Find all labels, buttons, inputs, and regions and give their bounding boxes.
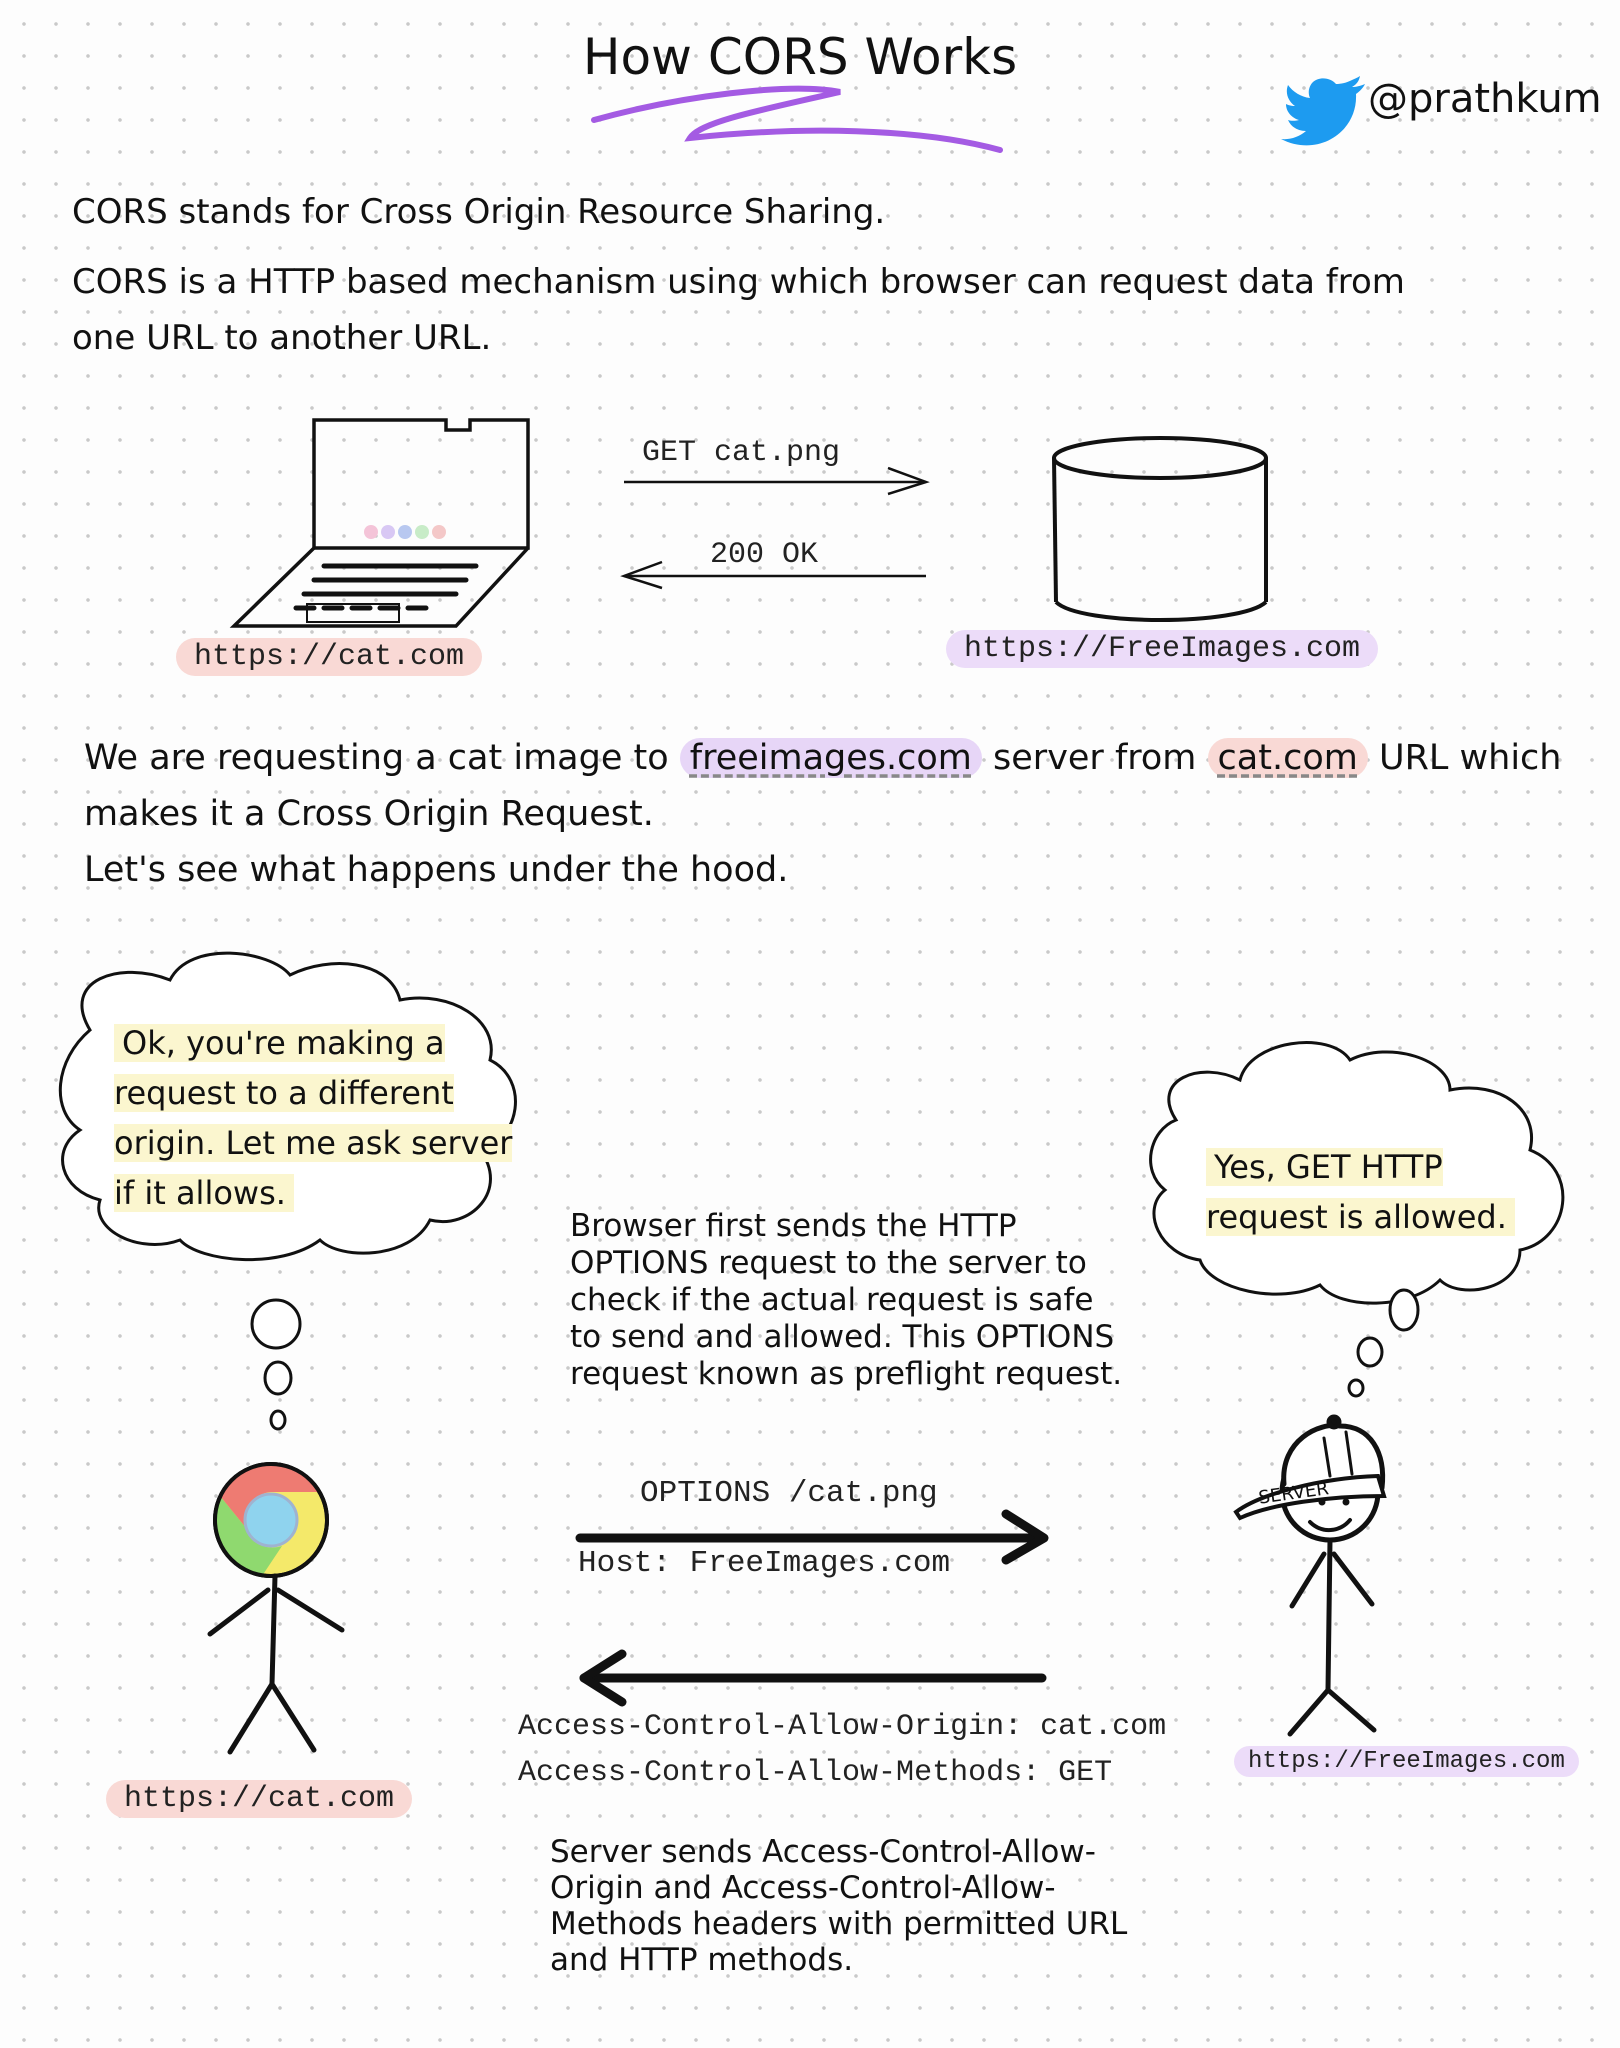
server-domain-highlight: freeimages.com: [679, 738, 982, 778]
allow-methods-header: Access-Control-Allow-Methods: GET: [518, 1756, 1113, 1790]
thought-bubble: [1347, 1378, 1365, 1398]
explanation-text: server from: [981, 738, 1208, 778]
client-domain-highlight: cat.com: [1207, 738, 1368, 778]
browser-thought-highlight: Ok, you're making a request to a differe…: [114, 1024, 513, 1212]
server-cylinder-icon: [1052, 436, 1268, 622]
response-label: 200 OK: [710, 538, 819, 572]
thought-bubble: [263, 1360, 293, 1396]
thought-bubble: [250, 1298, 302, 1350]
browser-stick-figure: [207, 1462, 345, 1755]
explanation-text: URL which makes it a Cross Origin Reques…: [84, 738, 1562, 834]
options-request-line: OPTIONS /cat.png: [640, 1476, 938, 1511]
chrome-icon: [213, 1462, 329, 1578]
server-thought-text: Yes, GET HTTP request is allowed.: [1206, 1142, 1536, 1242]
client-url-badge: https://cat.com: [176, 638, 483, 676]
laptop-icon: [229, 418, 530, 628]
client-url-badge: https://cat.com: [106, 1780, 413, 1818]
explanation-text: We are requesting a cat image to: [84, 738, 680, 778]
response-arrow: [620, 560, 926, 590]
intro-line-2: CORS is a HTTP based mechanism using whi…: [72, 262, 1405, 358]
page-title: How CORS Works: [582, 28, 1018, 86]
preflight-note: Browser first sends the HTTP OPTIONS req…: [570, 1208, 1123, 1392]
server-stick-figure: [1233, 1414, 1387, 1737]
title-underline: [591, 85, 1003, 153]
response-note: Server sends Access-Control-Allow-Origin…: [550, 1834, 1128, 1978]
browser-thought-text: Ok, you're making a request to a differe…: [114, 1018, 524, 1218]
thought-bubble: [1388, 1288, 1420, 1332]
server-url-badge: https://FreeImages.com: [1234, 1746, 1579, 1777]
headers-response-arrow: [579, 1649, 1047, 1707]
server-url-badge: https://FreeImages.com: [946, 630, 1379, 668]
twitter-handle[interactable]: @prathkum: [1368, 76, 1602, 122]
twitter-icon: [1281, 76, 1365, 146]
request-label: GET cat.png: [642, 436, 841, 470]
allow-origin-header: Access-Control-Allow-Origin: cat.com: [518, 1710, 1167, 1744]
thought-bubble: [1356, 1336, 1384, 1368]
options-host-header: Host: FreeImages.com: [578, 1546, 951, 1581]
request-arrow: [624, 466, 930, 496]
cross-origin-explanation: We are requesting a cat image to freeima…: [84, 730, 1584, 898]
options-arrow: [575, 1509, 1049, 1565]
explanation-text: Let's see what happens under the hood.: [84, 850, 789, 890]
intro-line-1: CORS stands for Cross Origin Resource Sh…: [72, 192, 886, 232]
server-thought-highlight: Yes, GET HTTP request is allowed.: [1206, 1148, 1515, 1236]
thought-bubble: [269, 1409, 287, 1431]
